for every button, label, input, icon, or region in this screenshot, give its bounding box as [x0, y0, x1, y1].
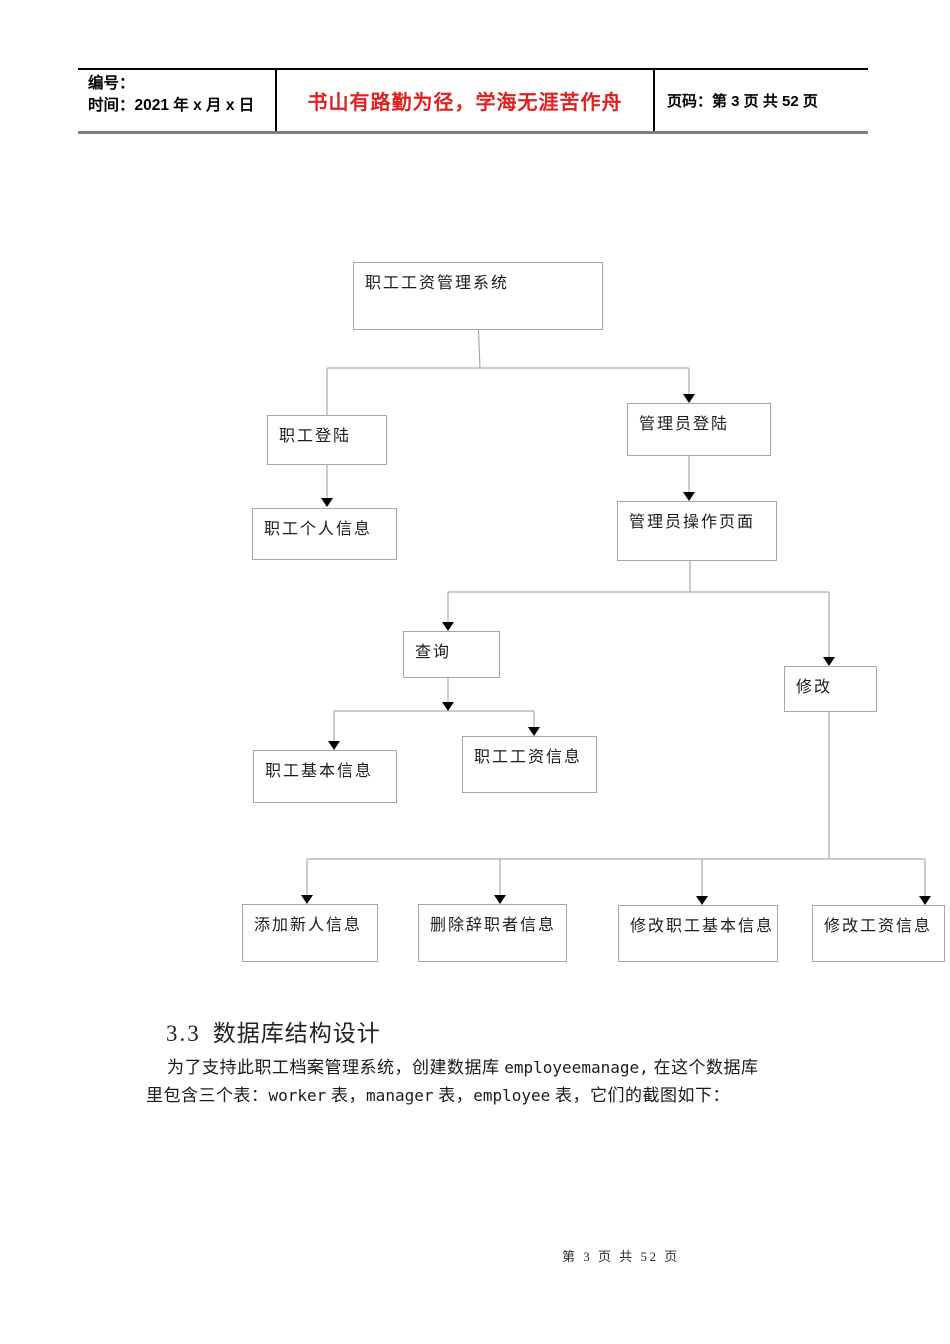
arrow-down-icon	[494, 895, 506, 904]
paragraph-text: 表，它们的截图如下：	[550, 1086, 731, 1105]
worker-table-name: worker	[268, 1086, 327, 1105]
flowchart-node-delete-resigned-info: 删除辞职者信息	[418, 904, 567, 962]
flowchart-node-query: 查询	[403, 631, 500, 678]
arrowhead-icons	[301, 394, 931, 905]
arrow-down-icon	[321, 498, 333, 507]
arrow-down-icon	[919, 896, 931, 905]
page-header-table: 编号： 时间：2021 年 x 月 x 日 书山有路勤为径，学海无涯苦作舟 页码…	[78, 68, 868, 134]
flowchart-node-add-new-employee-info: 添加新人信息	[242, 904, 378, 962]
paragraph-text: 在这个数据库	[648, 1058, 759, 1077]
arrow-down-icon	[301, 895, 313, 904]
arrow-down-icon	[442, 622, 454, 631]
body-paragraph: 为了支持此职工档案管理系统，创建数据库 employeemanage, 在这个数…	[146, 1054, 906, 1110]
header-page-number-cell: 页码：第 3 页 共 52 页	[655, 70, 868, 131]
flowchart-node-admin-login: 管理员登陆	[627, 403, 771, 456]
flowchart-node-employee-basic-info: 职工基本信息	[253, 750, 397, 803]
arrow-down-icon	[696, 896, 708, 905]
header-motto-text: 书山有路勤为径，学海无涯苦作舟	[307, 92, 623, 114]
arrow-down-icon	[328, 741, 340, 750]
flowchart-node-modify: 修改	[784, 666, 877, 712]
arrow-down-icon	[683, 492, 695, 501]
flowchart-node-modify-salary-info: 修改工资信息	[812, 905, 945, 962]
flowchart-node-employee-personal-info: 职工个人信息	[252, 508, 397, 560]
flowchart-node-admin-operation-page: 管理员操作页面	[617, 501, 777, 561]
flowchart-node-employee-salary-info: 职工工资信息	[462, 736, 597, 793]
database-name-text: employeemanage,	[504, 1058, 649, 1077]
header-number-time-cell: 编号： 时间：2021 年 x 月 x 日	[78, 70, 277, 131]
paragraph-text: 表，	[326, 1086, 367, 1105]
connector-lines	[306, 329, 926, 897]
flowchart-node-employee-login: 职工登陆	[267, 415, 387, 465]
paragraph-line-1: 为了支持此职工档案管理系统，创建数据库 employeemanage, 在这个数…	[146, 1054, 906, 1082]
header-page-number-label: 页码：第 3 页 共 52 页	[667, 93, 818, 110]
section-heading-number: 3.3	[166, 1021, 201, 1046]
manager-table-name: manager	[366, 1086, 434, 1105]
flowchart-node-system: 职工工资管理系统	[353, 262, 603, 330]
paragraph-text: 为了支持此职工档案管理系统，创建数据库	[167, 1058, 505, 1077]
arrow-down-icon	[683, 394, 695, 403]
section-heading: 3.3 数据库结构设计	[166, 1014, 381, 1048]
header-motto-cell: 书山有路勤为径，学海无涯苦作舟	[277, 70, 655, 131]
flowchart-node-modify-employee-basic-info: 修改职工基本信息	[618, 905, 778, 962]
arrow-down-icon	[823, 657, 835, 666]
employee-table-name: employee	[473, 1086, 551, 1105]
header-time-label: 时间：2021 年 x 月 x 日	[88, 97, 255, 114]
arrow-down-icon	[442, 702, 454, 711]
header-number-label: 编号：	[88, 75, 135, 92]
paragraph-text: 表，	[433, 1086, 474, 1105]
section-heading-title: 数据库结构设计	[212, 1021, 381, 1046]
paragraph-text: 里包含三个表：	[146, 1086, 269, 1105]
paragraph-line-2: 里包含三个表：worker 表，manager 表，employee 表，它们的…	[146, 1082, 906, 1110]
footer-page-number: 第 3 页 共 52 页	[562, 1249, 680, 1264]
arrow-down-icon	[528, 727, 540, 736]
